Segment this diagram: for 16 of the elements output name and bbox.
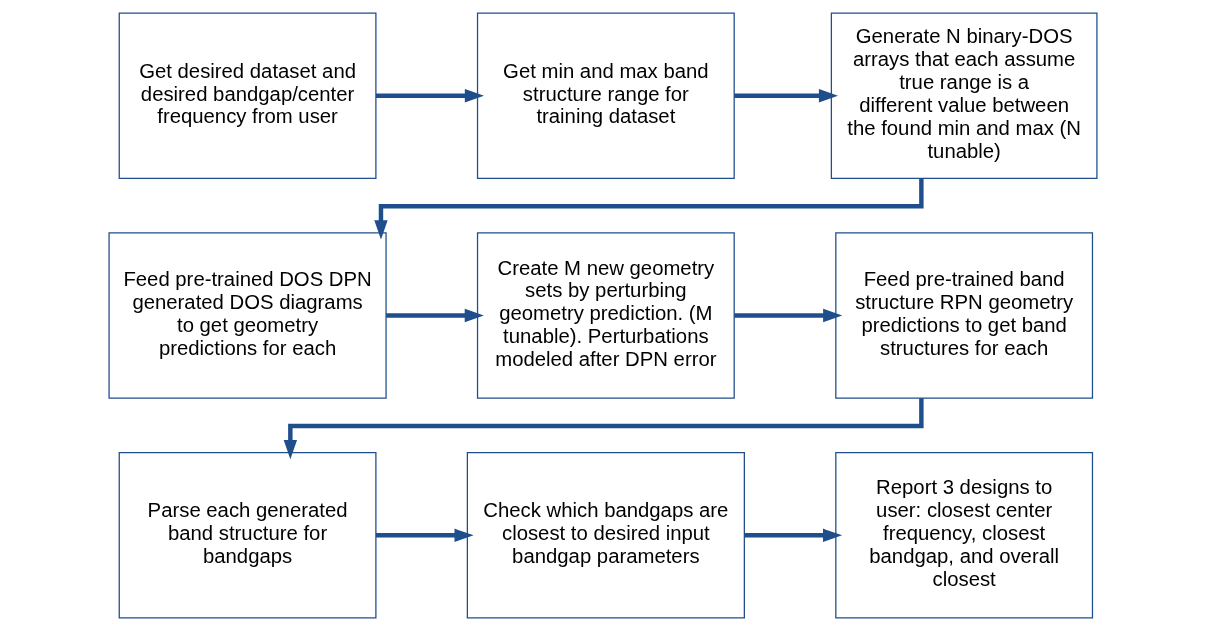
arrow — [283, 398, 924, 460]
arrow — [375, 528, 474, 542]
node-box: Generate N binary-DOS arrays that each assume true range is a different value between the found min and max (N tunable) — [830, 12, 1098, 179]
node-box: Create M new geometry sets by perturbing geometry prediction. (M tunable). Perturbations modeled after DPN error — [476, 232, 735, 399]
arrow — [734, 89, 838, 103]
arrow — [375, 89, 484, 103]
arrow — [744, 528, 843, 542]
node-box: Get desired dataset and desired bandgap/center frequency from user — [118, 12, 377, 179]
node-box: Get min and max band structure range for training dataset — [476, 12, 735, 179]
node-box: Parse each generated band structure for bandgaps — [118, 452, 377, 619]
arrow — [734, 308, 843, 323]
arrow — [386, 308, 484, 323]
node-box: Check which bandgaps are closest to desired input bandgap parameters — [466, 452, 745, 619]
node-box: Feed pre-trained band structure RPN geometry predictions to get band structures for each — [835, 232, 1094, 399]
node-box: Report 3 designs to user: closest center frequency, closest bandgap, and overall closest — [835, 452, 1094, 619]
node-box: Feed pre-trained DOS DPN generated DOS diagrams to get geometry predictions for each — [108, 232, 387, 399]
